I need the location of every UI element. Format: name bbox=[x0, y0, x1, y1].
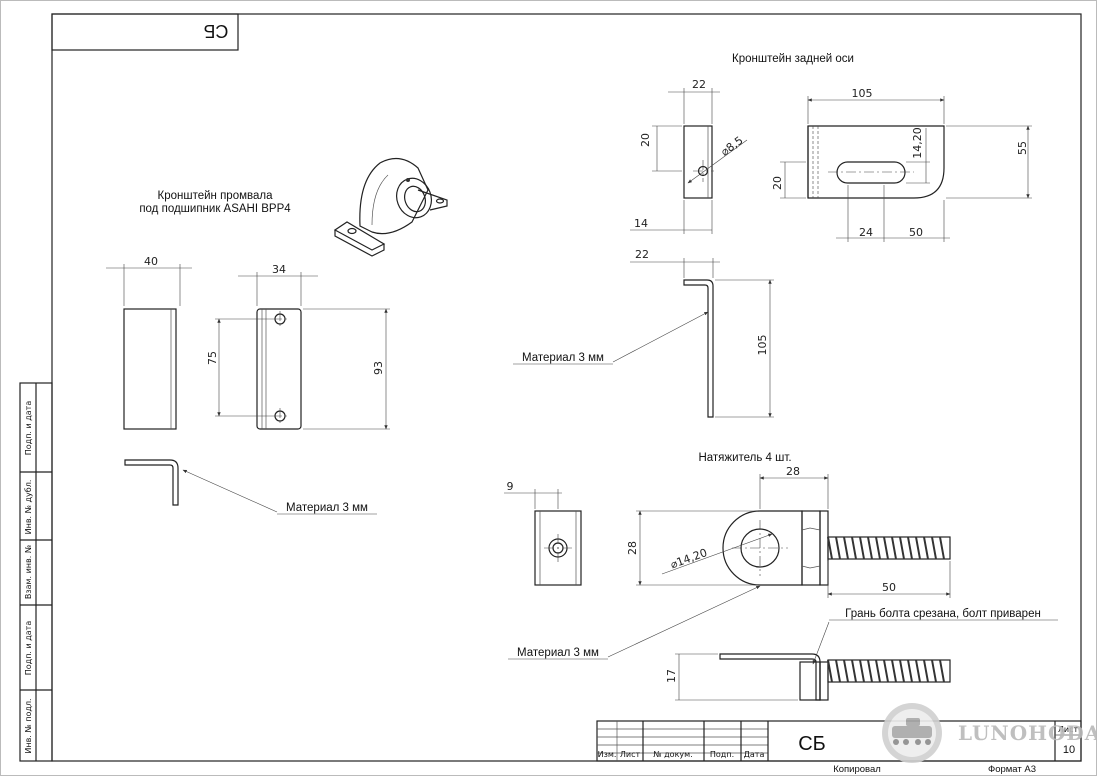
watermark: LUNOHODA.NET bbox=[882, 703, 1097, 763]
dim-tensioner-bolt-length: 50 bbox=[882, 581, 896, 594]
side-stamp: Подп. и дата Инв. № дубл. Взам. инв. № П… bbox=[19, 382, 53, 762]
rear-bracket-profile-view: 22 105 Материал 3 мм bbox=[513, 248, 774, 418]
dim-tensioner-side-height: 17 bbox=[665, 669, 678, 683]
title-sheet-number: 10 bbox=[1063, 744, 1075, 756]
dim-rear-slot-offset: 50 bbox=[909, 226, 923, 239]
dim-rear-profile-height: 105 bbox=[756, 335, 769, 356]
bearing-isometric-view bbox=[333, 157, 448, 257]
format-label: Формат А3 bbox=[988, 764, 1036, 775]
tensioner-bolt-note: Грань болта срезана, болт приварен bbox=[845, 608, 1041, 620]
rear-axle-front-view: 105 55 14,20 20 24 50 bbox=[771, 87, 1032, 242]
dim-rear-front-height: 55 bbox=[1016, 141, 1029, 155]
dim-rear-side-width: 22 bbox=[692, 78, 706, 91]
tensioner-front-view: 28 28 ⌀14,20 50 Материал 3 мм bbox=[508, 465, 951, 660]
tensioner-lower-view: 17 Грань болта срезана, болт приварен bbox=[665, 608, 1058, 701]
corner-stamp: СБ bbox=[51, 13, 239, 51]
title-header-date: Дата bbox=[744, 750, 765, 759]
tensioner-side-view: 9 bbox=[504, 480, 582, 586]
side-stamp-field-2: Инв. № дубл. bbox=[24, 480, 33, 535]
dim-tensioner-block-width: 9 bbox=[507, 480, 514, 493]
dim-rear-side-bottom: 14 bbox=[634, 217, 648, 230]
title-header-izm: Изм. bbox=[598, 750, 617, 759]
dim-rear-slot-width: 14,20 bbox=[911, 127, 924, 159]
side-stamp-field-4: Подп. и дата bbox=[24, 621, 33, 676]
dim-rear-profile-flange: 22 bbox=[635, 248, 649, 261]
side-stamp-field-3: Взам. инв. № bbox=[24, 544, 33, 599]
title-header-list: Лист bbox=[620, 750, 641, 759]
dim-tensioner-height: 28 bbox=[626, 541, 639, 555]
dim-rear-hole-dia: ⌀8,5 bbox=[718, 134, 745, 159]
dim-prop-hole-pitch: 75 bbox=[206, 351, 219, 365]
dim-prop-side-width: 40 bbox=[144, 255, 158, 268]
rear-axle-side-view: 22 20 ⌀8,5 14 bbox=[630, 78, 748, 234]
prop-shaft-title-line1: Кронштейн промвала bbox=[158, 190, 274, 202]
prop-shaft-material-note: Материал 3 мм bbox=[286, 502, 368, 514]
prop-shaft-side-view: 40 bbox=[106, 255, 192, 430]
rear-profile-material-note: Материал 3 мм bbox=[522, 352, 604, 364]
dim-tensioner-eye-width: 28 bbox=[786, 465, 800, 478]
copied-label: Копировал bbox=[833, 764, 881, 775]
dim-rear-slot-length: 24 bbox=[859, 226, 873, 239]
watermark-logo-icon bbox=[882, 703, 942, 763]
side-stamp-field-1: Подп. и дата bbox=[24, 401, 33, 456]
dim-prop-height: 93 bbox=[372, 361, 385, 375]
prop-shaft-title-line2: под подшипник ASAHI BPP4 bbox=[139, 203, 291, 215]
title-header-doc: № докум. bbox=[653, 750, 692, 759]
prop-shaft-front-view: 34 75 93 bbox=[206, 263, 390, 430]
title-header-sign: Подп. bbox=[710, 750, 734, 759]
side-stamp-field-5: Инв. № подл. bbox=[24, 698, 33, 753]
tensioner-material-note: Материал 3 мм bbox=[517, 647, 599, 659]
dim-tensioner-hole-dia: ⌀14,20 bbox=[669, 546, 709, 571]
rear-axle-title: Кронштейн задней оси bbox=[732, 53, 854, 65]
title-sheet-label: Лист bbox=[1058, 725, 1079, 734]
watermark-text: LUNOHODA.NET bbox=[958, 721, 1097, 745]
title-doc-code: СБ bbox=[798, 733, 826, 755]
dim-rear-front-width: 105 bbox=[852, 87, 873, 100]
corner-stamp-text: СБ bbox=[204, 21, 229, 41]
dim-prop-front-width: 34 bbox=[272, 263, 286, 276]
title-block: Изм. Лист № докум. Подп. Дата СБ Лист 10… bbox=[596, 720, 1082, 775]
tensioner-title: Натяжитель 4 шт. bbox=[698, 452, 791, 464]
prop-shaft-profile-view: Материал 3 мм bbox=[124, 459, 377, 515]
dim-rear-left-height: 20 bbox=[771, 176, 784, 190]
dim-rear-side-height: 20 bbox=[639, 133, 652, 147]
